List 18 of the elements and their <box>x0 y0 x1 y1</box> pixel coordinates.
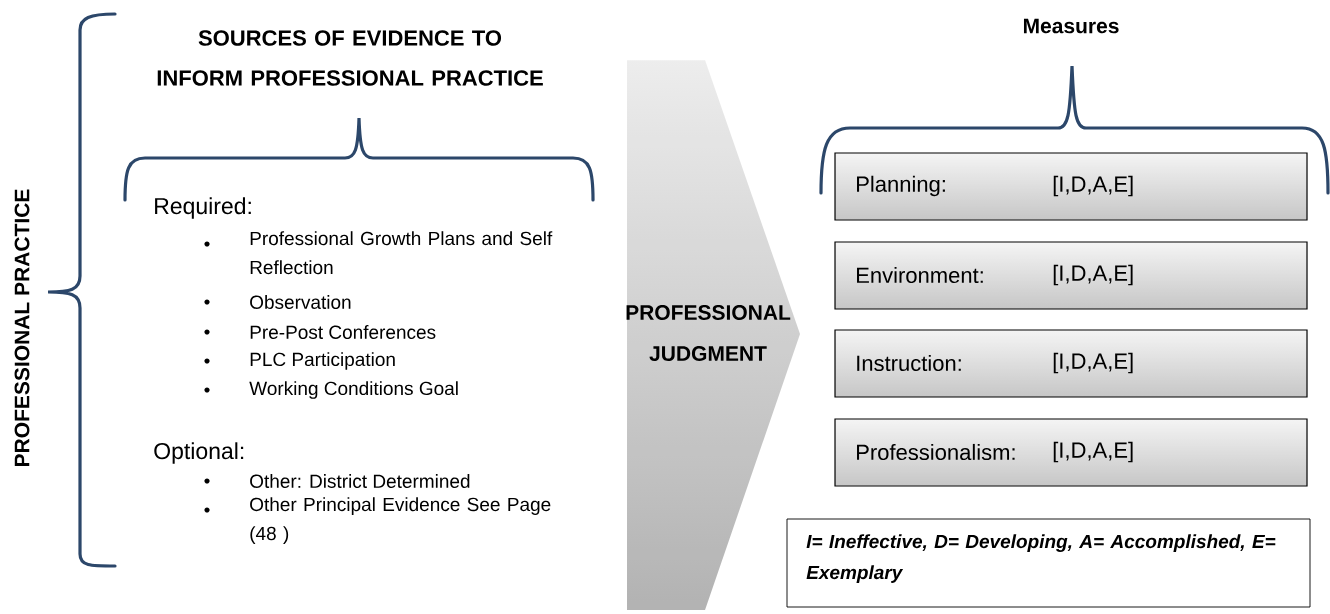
key-box: I= Ineffective, D= Developing, A= Accomplished, E= Exemplary <box>786 518 1311 608</box>
chevron: PROFESSIONAL JUDGMENT <box>626 305 791 361</box>
list-item: Pre-Post Conferences <box>250 325 436 339</box>
measure-box: Professionalism: [I,D,A,E] <box>834 418 1308 487</box>
measure-box: Instruction: [I,D,A,E] <box>834 329 1308 398</box>
list-item: Other Principal Evidence See Page (48 ) <box>250 497 551 544</box>
list-item: PLC Participation <box>250 352 395 370</box>
measure-box: Planning: [I,D,A,E] <box>834 152 1308 221</box>
list-heading: Required: <box>155 197 251 219</box>
heading: SOURCES OF EVIDENCE TO INFORM PROFESSIONAL PRACTICE <box>157 30 543 86</box>
list-heading: Optional: <box>154 442 244 464</box>
side-heading: PROFESSIONAL PRACTICE <box>14 189 30 466</box>
list-item: Professional Growth Plans and Self Reflection <box>250 231 553 275</box>
list-item: Working Conditions Goal <box>249 381 458 399</box>
measure-box: Environment: [I,D,A,E] <box>834 241 1308 310</box>
list-item: Observation <box>250 295 351 309</box>
list-item: Other: District Determined <box>250 474 470 488</box>
heading: Measures <box>1024 18 1119 34</box>
